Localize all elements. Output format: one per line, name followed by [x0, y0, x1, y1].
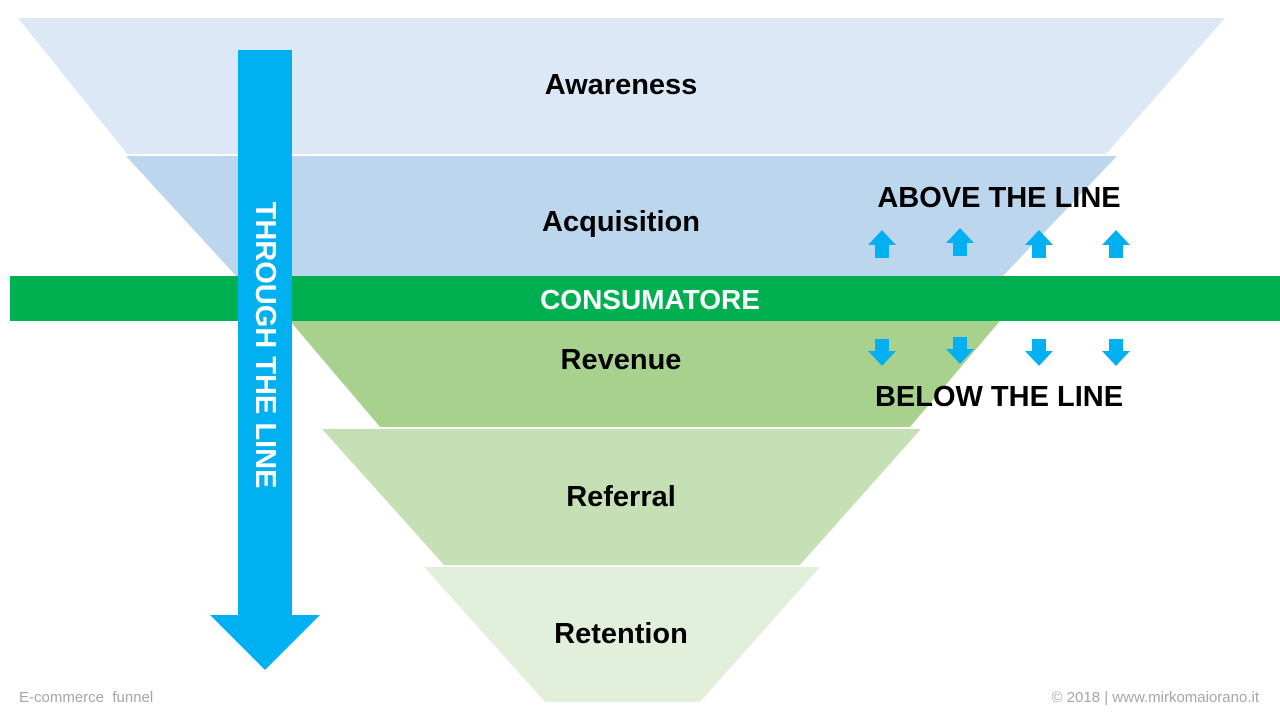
consumatore-label: CONSUMATORE: [540, 284, 760, 315]
stage-label-revenue: Revenue: [561, 344, 682, 376]
stage-label-referral: Referral: [566, 481, 676, 513]
stage-retention: [424, 567, 820, 702]
arrow-up-icon: [1102, 230, 1130, 258]
stage-awareness: [18, 18, 1225, 154]
footer-title: E-commerce funnel: [19, 689, 154, 706]
arrow-up-icon: [868, 230, 896, 258]
above-the-line-label: ABOVE THE LINE: [877, 182, 1120, 214]
stage-label-acquisition: Acquisition: [542, 206, 700, 238]
arrow-down-icon: [946, 337, 974, 364]
stage-label-retention: Retention: [554, 618, 688, 650]
footer-copyright: © 2018 | www.mirkomaiorano.it: [1051, 689, 1259, 706]
through-the-line-label: THROUGH THE LINE: [249, 202, 281, 489]
consumatore-band: [10, 276, 1280, 321]
stage-revenue: [290, 321, 1000, 427]
stage-acquisition: [126, 156, 1117, 276]
stage-label-awareness: Awareness: [545, 69, 698, 101]
arrow-down-icon: [1102, 339, 1130, 366]
through-the-line-arrow-icon: [210, 50, 320, 670]
arrow-up-icon: [1025, 230, 1053, 258]
arrow-up-icon: [946, 228, 974, 256]
stage-referral: [322, 429, 921, 565]
arrow-down-icon: [1025, 339, 1053, 366]
arrow-down-icon: [868, 339, 896, 366]
below-the-line-label: BELOW THE LINE: [875, 381, 1123, 413]
